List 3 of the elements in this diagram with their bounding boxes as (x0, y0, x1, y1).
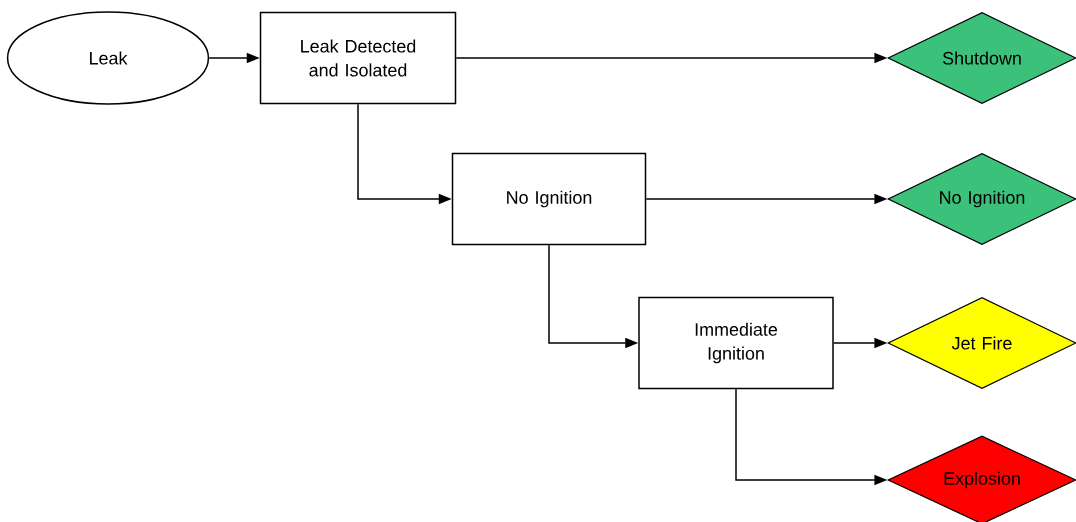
process-box: No Ignition (451, 152, 647, 246)
process-box: Leak Detected and Isolated (259, 11, 457, 105)
process-box: Immediate Ignition (638, 296, 834, 390)
